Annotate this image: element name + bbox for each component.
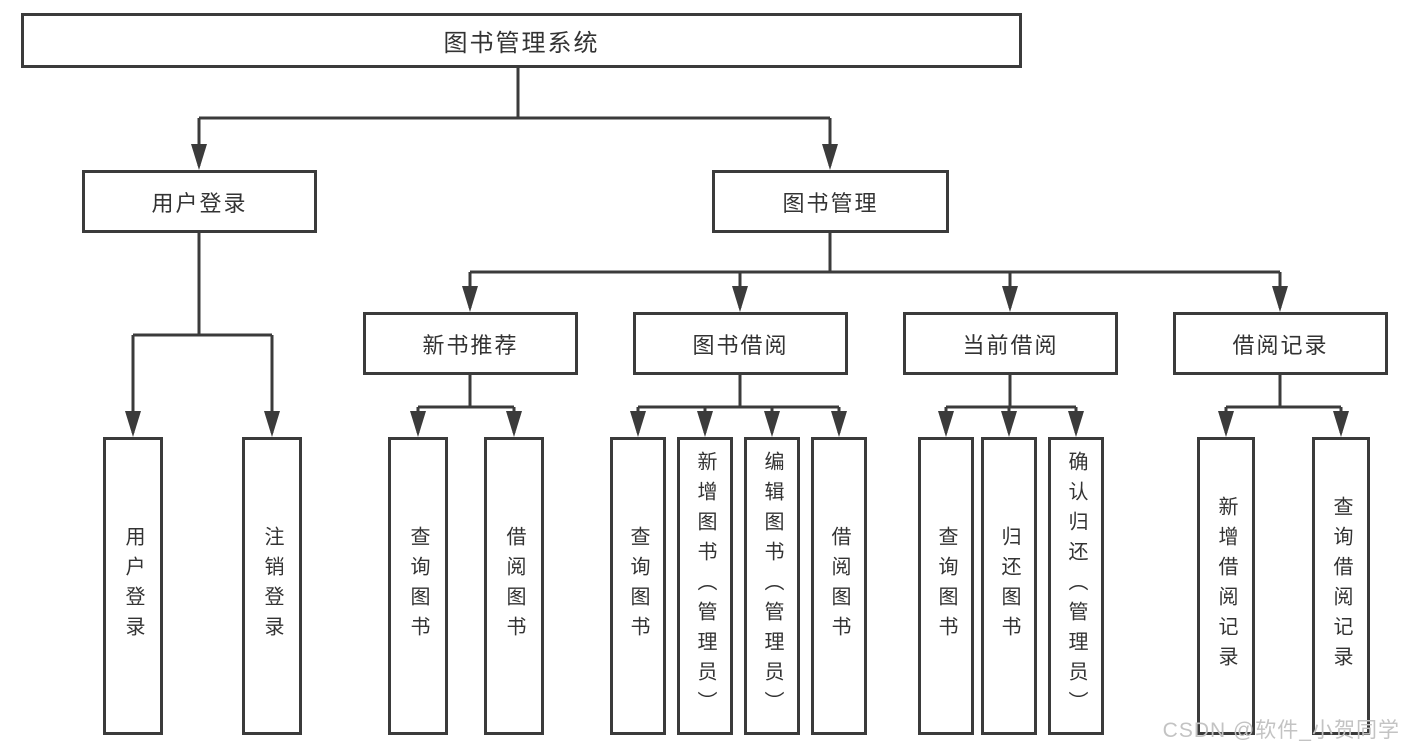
leaf-query-borrow-record: 查询借阅记录	[1312, 437, 1370, 735]
connector-borrowing-records-to-leaves	[1224, 375, 1343, 433]
node-label: 借阅图书	[503, 526, 525, 646]
node-label: 编辑图书（管理员）	[761, 451, 783, 721]
node-label: 新增图书（管理员）	[694, 451, 716, 721]
arrow-icon	[831, 411, 847, 437]
node-borrowing-records: 借阅记录	[1173, 312, 1388, 375]
leaf-user-login: 用户登录	[103, 437, 163, 735]
connector-book-borrowing-to-leaves	[636, 375, 841, 433]
leaf-edit-books-admin: 编辑图书（管理员）	[744, 437, 800, 735]
arrow-icon	[1001, 411, 1017, 437]
arrow-icon	[264, 411, 280, 437]
node-label: 新增借阅记录	[1215, 496, 1237, 676]
node-label: 图书管理系统	[443, 30, 600, 57]
leaf-query-books-borrowing: 查询图书	[610, 437, 666, 735]
connector-user-login-to-leaves	[131, 233, 274, 433]
connector-root-to-level2	[197, 68, 832, 166]
arrow-icon	[732, 286, 748, 312]
arrow-icon	[1272, 286, 1288, 312]
arrow-icon	[191, 144, 207, 170]
arrow-icon	[630, 411, 646, 437]
node-book-management: 图书管理	[712, 170, 949, 233]
arrow-icon	[1068, 411, 1084, 437]
arrow-icon	[764, 411, 780, 437]
node-label: 注销登录	[261, 526, 283, 646]
leaf-query-books-current: 查询图书	[918, 437, 974, 735]
leaf-return-books: 归还图书	[981, 437, 1037, 735]
leaf-add-books-admin: 新增图书（管理员）	[677, 437, 733, 735]
node-label: 查询图书	[935, 526, 957, 646]
leaf-add-borrow-record: 新增借阅记录	[1197, 437, 1255, 735]
node-book-borrowing: 图书借阅	[633, 312, 848, 375]
arrow-icon	[822, 144, 838, 170]
connector-book-management-to-level3	[468, 233, 1282, 308]
node-label: 当前借阅	[962, 332, 1059, 358]
arrow-icon	[1002, 286, 1018, 312]
node-label: 用户登录	[151, 190, 248, 216]
arrowheads	[125, 144, 1349, 437]
node-library-management-system: 图书管理系统	[21, 13, 1022, 68]
leaf-borrow-books-recommend: 借阅图书	[484, 437, 544, 735]
arrow-icon	[938, 411, 954, 437]
arrow-icon	[410, 411, 426, 437]
arrow-icon	[462, 286, 478, 312]
node-label: 确认归还（管理员）	[1065, 451, 1087, 721]
node-label: 查询图书	[407, 526, 429, 646]
connector-new-book-recommendation-to-leaves	[416, 375, 516, 433]
csdn-watermark: CSDN @软件_小贺同学	[1162, 719, 1400, 742]
node-label: 查询借阅记录	[1330, 496, 1352, 676]
leaf-borrow-books-borrowing: 借阅图书	[811, 437, 867, 735]
arrow-icon	[506, 411, 522, 437]
node-label: 图书借阅	[692, 332, 789, 358]
leaf-confirm-return-admin: 确认归还（管理员）	[1048, 437, 1104, 735]
arrow-icon	[1218, 411, 1234, 437]
arrow-icon	[697, 411, 713, 437]
node-label: 用户登录	[122, 526, 144, 646]
arrow-icon	[125, 411, 141, 437]
node-current-borrowing: 当前借阅	[903, 312, 1118, 375]
leaf-query-books-recommend: 查询图书	[388, 437, 448, 735]
node-label: 归还图书	[998, 526, 1020, 646]
node-label: 借阅记录	[1232, 332, 1329, 358]
node-user-login: 用户登录	[82, 170, 317, 233]
arrow-icon	[1333, 411, 1349, 437]
node-new-book-recommendation: 新书推荐	[363, 312, 578, 375]
leaf-logout-login: 注销登录	[242, 437, 302, 735]
node-label: 查询图书	[627, 526, 649, 646]
node-label: 借阅图书	[828, 526, 850, 646]
node-label: 图书管理	[782, 190, 879, 216]
node-label: 新书推荐	[422, 332, 519, 358]
